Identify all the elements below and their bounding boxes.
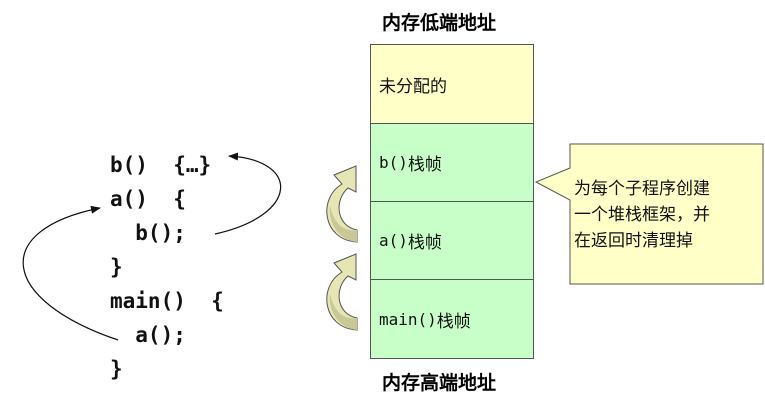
call-arrow-a-to-b bbox=[214, 152, 282, 235]
memory-cell-suffix: 栈帧 bbox=[436, 311, 471, 332]
memory-cell-unallocated: 未分配的 bbox=[371, 45, 533, 124]
memory-high-address-label: 内存高端地址 bbox=[382, 372, 497, 394]
code-line: main() { bbox=[110, 289, 224, 313]
memory-cell-suffix: 栈帧 bbox=[407, 233, 442, 253]
callout-line: 为每个子程序创建 bbox=[574, 179, 710, 199]
call-arrow-main-to-a bbox=[22, 205, 119, 341]
callout-line: 在返回时清理掉 bbox=[574, 231, 693, 251]
callout-box bbox=[534, 143, 764, 285]
code-line: b(); bbox=[110, 221, 186, 245]
code-block: b() {…} a() { b(); } main() { a(); } bbox=[0, 0, 224, 381]
memory-cell-main-frame: main()栈帧 bbox=[371, 280, 533, 358]
callout-text: 为每个子程序创建 一个堆栈框架，并 在返回时清理掉 bbox=[574, 176, 754, 254]
code-line: a(); bbox=[110, 323, 186, 347]
code-line: a() { bbox=[110, 187, 186, 211]
memory-cell-prefix: main() bbox=[379, 309, 437, 329]
memory-cell-b-frame: b()栈帧 bbox=[371, 124, 533, 202]
code-line: } bbox=[110, 357, 123, 381]
memory-stack: 未分配的 b()栈帧 a()栈帧 main()栈帧 bbox=[370, 44, 534, 359]
memory-cell-a-frame: a()栈帧 bbox=[371, 202, 533, 280]
callout-line: 一个堆栈框架，并 bbox=[574, 205, 710, 225]
memory-cell-suffix: 栈帧 bbox=[407, 155, 442, 175]
curved-arrow-lower bbox=[326, 253, 358, 331]
curved-arrow-upper bbox=[326, 165, 358, 243]
memory-cell-prefix: b() bbox=[379, 153, 408, 172]
code-line: } bbox=[110, 255, 123, 279]
memory-cell-prefix: a() bbox=[379, 231, 408, 250]
memory-low-address-label: 内存低端地址 bbox=[382, 12, 497, 34]
memory-cell-label: 未分配的 bbox=[379, 76, 447, 97]
code-line: b() {…} bbox=[110, 153, 212, 177]
